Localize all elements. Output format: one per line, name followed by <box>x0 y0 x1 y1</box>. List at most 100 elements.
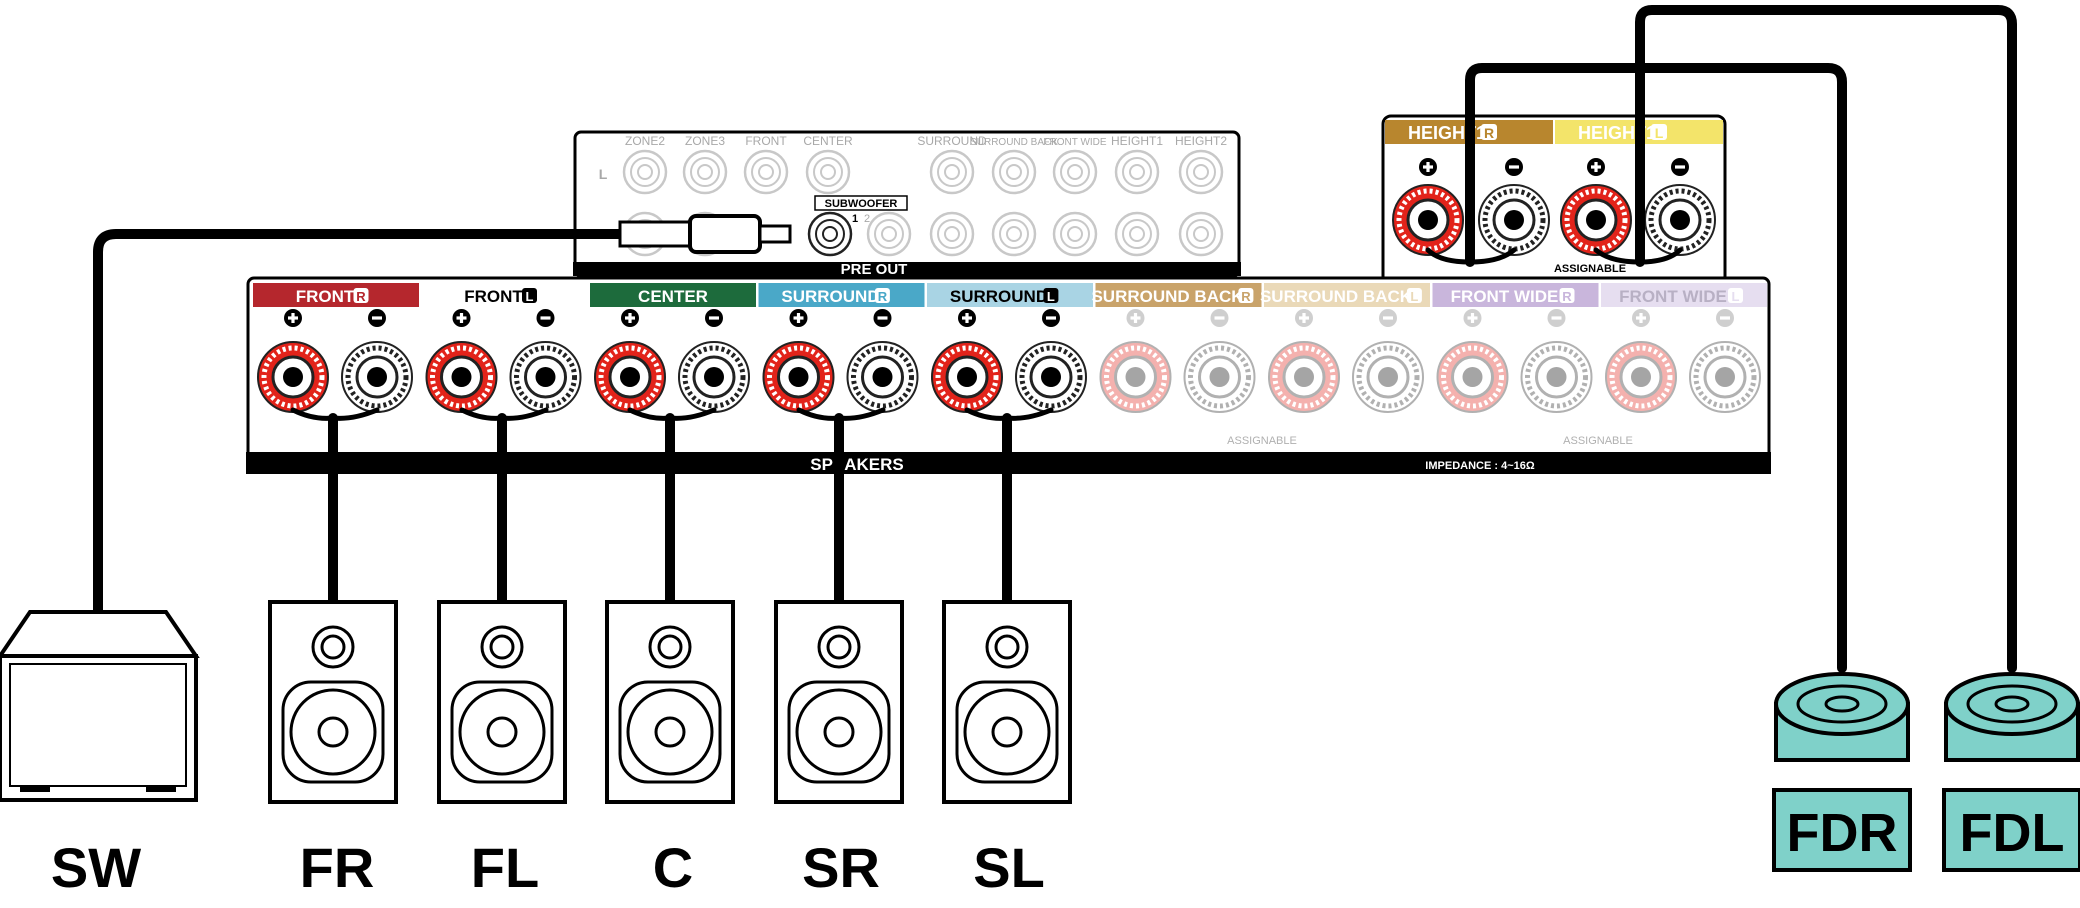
channel-terminal-plus-7-cap <box>1451 355 1494 399</box>
channel-terminal-minus-8-knurl <box>1693 345 1757 409</box>
height-terminal-2-hole <box>1586 210 1606 230</box>
woofer-cap-0 <box>317 716 349 748</box>
preout-jack-top-8 <box>1178 149 1224 195</box>
channel-terminal-plus-0-knurl <box>261 345 325 409</box>
preout-jack-bot-7-mid <box>1186 219 1216 249</box>
channel-terminal-minus-1-knurl <box>514 345 577 409</box>
channel-name-8: FRONT WIDE <box>1619 287 1727 306</box>
preout-jack-bot-4-mid <box>999 219 1029 249</box>
channel-terminal-minus-8 <box>1689 341 1761 413</box>
cable-split-fdr <box>1425 247 1517 265</box>
height-terminal-1-knurl <box>1482 188 1546 252</box>
channel-minus-2-bar <box>709 316 719 320</box>
preout-jack-top-5-inner <box>1006 164 1022 180</box>
channel-terminal-plus-4-knurl <box>935 345 999 409</box>
channel-plus-4-vbar <box>965 313 969 323</box>
tweeter-inner-0 <box>320 634 346 660</box>
channel-terminal-plus-7-ring <box>1436 341 1509 413</box>
channel-terminal-minus-7-knurl <box>1525 345 1588 409</box>
channel-terminal-minus-4-knurl <box>1019 345 1083 409</box>
channel-terminal-plus-4-hole <box>957 367 977 387</box>
preout-jack-top-2-mid <box>751 157 781 187</box>
channel-terminal-plus-8-cap <box>1619 355 1663 399</box>
tweeter-inner-3 <box>826 634 852 660</box>
height-terminal-0-hole <box>1418 210 1438 230</box>
woofer-cap-1 <box>486 716 518 748</box>
channel-minus-8-bar <box>1720 316 1730 320</box>
channel-terminal-plus-1-hole <box>451 367 472 387</box>
channel-terminal-plus-8-ring <box>1605 341 1677 413</box>
tweeter-inner-1 <box>489 634 515 660</box>
channel-name-5: SURROUND BACK <box>1091 287 1244 306</box>
channel-side-box-5 <box>1238 288 1254 303</box>
channel-terminal-plus-6-cap <box>1282 355 1326 399</box>
channel-name-2: CENTER <box>638 287 708 306</box>
subwoofer-label-box <box>814 195 908 211</box>
preout-jack-top-4 <box>929 149 975 195</box>
channel-band-2 <box>590 283 756 307</box>
channel-terminal-plus-5-ring <box>1099 341 1172 413</box>
preout-label-1: ZONE3 <box>685 134 725 148</box>
channel-terminal-plus-6 <box>1268 341 1340 413</box>
channel-terminal-minus-7-cap <box>1535 355 1578 399</box>
floor-speaker-0 <box>268 600 398 804</box>
channel-terminal-plus-0 <box>257 341 329 413</box>
subwoofer-foot-l <box>20 786 50 792</box>
height-terminal-1-hole <box>1504 210 1524 230</box>
preout-label-6: FRONT WIDE <box>1043 137 1106 148</box>
label-fdr: FDR <box>1787 803 1898 863</box>
preout-jack-top-3-inner <box>820 164 836 180</box>
subwoofer-label: SUBWOOFER <box>825 198 898 210</box>
preout-jack-top-8-inner <box>1193 164 1209 180</box>
channel-plus-0-vbar <box>291 313 295 323</box>
channel-terminal-plus-3-hole <box>788 367 809 387</box>
preout-jack-bot-6 <box>1114 211 1160 257</box>
woofer-cap-2 <box>654 716 686 748</box>
height-pm-1-bar <box>1509 165 1519 169</box>
channel-terminal-minus-2-hole <box>704 367 724 387</box>
preout-jack-bot-5-inner <box>1067 226 1083 242</box>
channel-minus-3-bar <box>877 316 888 320</box>
channel-band-1 <box>421 283 588 307</box>
channel-terminal-plus-5-hole <box>1125 367 1146 387</box>
channel-terminal-plus-3-knurl <box>767 345 830 409</box>
preout-jack-top-6 <box>1052 149 1098 195</box>
height-side-box-0 <box>1481 124 1497 140</box>
channel-side-6: L <box>1410 289 1418 304</box>
channel-name-4: SURROUND <box>950 287 1048 306</box>
channel-terminal-minus-7-ring <box>1520 341 1593 413</box>
height-side-box-1 <box>1651 124 1667 140</box>
channel-terminal-plus-7 <box>1436 341 1509 413</box>
speakers-assignable-1: ASSIGNABLE <box>1227 435 1297 447</box>
subwoofer-jack-inner <box>822 226 838 242</box>
channel-terminal-minus-4 <box>1015 341 1087 413</box>
channel-band-0 <box>253 283 419 307</box>
channel-side-8: L <box>1732 289 1740 304</box>
subwoofer-grille <box>9 663 187 787</box>
channel-name-7: FRONT WIDE <box>1451 287 1559 306</box>
preout-label-2: FRONT <box>745 134 787 148</box>
floor-speaker-2 <box>605 600 735 804</box>
channel-minus-4-bar <box>1046 316 1056 320</box>
channel-terminal-minus-7-hole <box>1546 367 1567 387</box>
height-terminal-3-hole <box>1670 210 1690 230</box>
channel-plus-1-vbar <box>459 313 464 323</box>
preout-jack-bot-7-inner <box>1193 226 1209 242</box>
ceiling-speaker-fdr: FDR <box>1772 672 1912 872</box>
preout-jack-top-1-inner <box>697 164 713 180</box>
channel-terminal-minus-5-ring <box>1183 341 1256 413</box>
channel-terminal-plus-6-ring <box>1268 341 1340 413</box>
label-fl: FL <box>470 836 540 899</box>
preout-jack-bot-7 <box>1178 211 1224 257</box>
tweeter-inner-2 <box>657 634 683 660</box>
preout-jack-bot-4-inner <box>1006 226 1022 242</box>
speakers-title: SPEAKERS <box>810 455 904 474</box>
tweeter-inner-4 <box>994 634 1020 660</box>
preout-title: PRE OUT <box>841 261 908 278</box>
floor-speaker-1 <box>437 600 567 804</box>
preout-jack-top-7 <box>1114 149 1160 195</box>
channel-terminal-minus-3 <box>846 341 919 413</box>
channel-terminal-plus-5-cap <box>1114 355 1157 399</box>
channel-plus-6-vbar <box>1302 313 1306 323</box>
